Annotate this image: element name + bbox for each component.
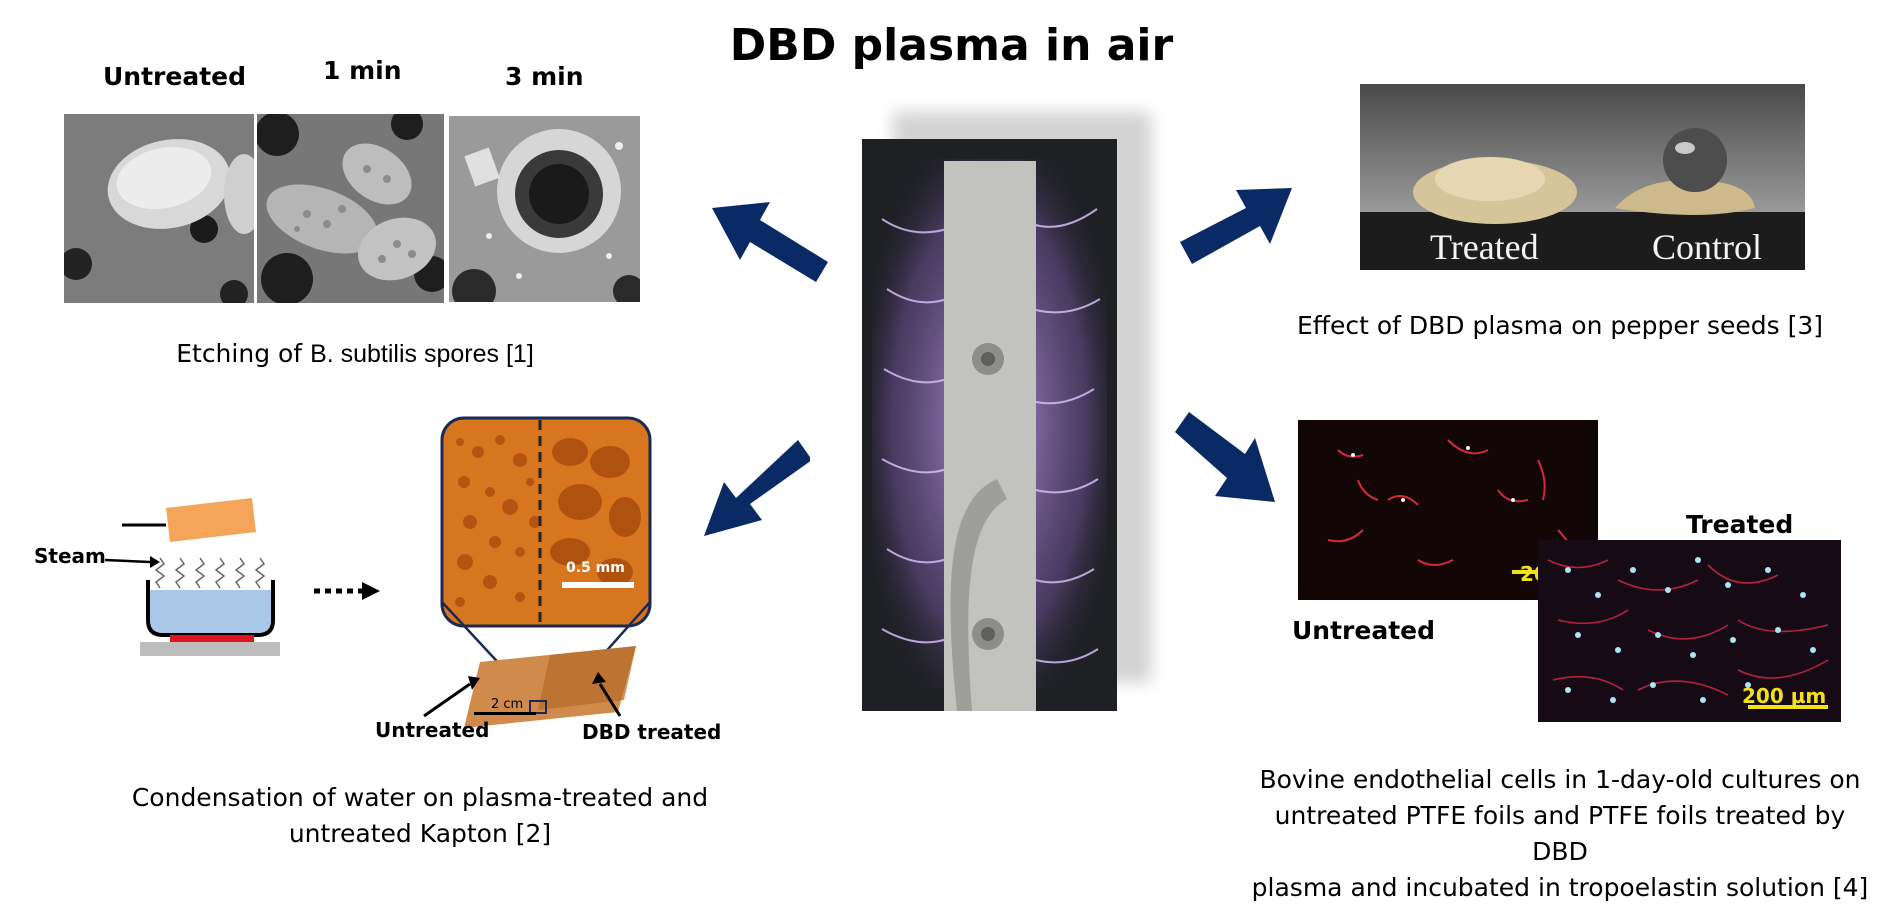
scale-bar-sample-label: 2 cm [491,697,524,712]
cells-image-treated [1538,540,1841,722]
seed-label-control: Control [1652,227,1763,267]
caption-cells-line2: untreated PTFE foils and PTFE foils trea… [1274,801,1846,866]
cells-label-untreated: Untreated [1292,616,1436,645]
arrow-to-seeds [1180,188,1292,264]
sem-image-untreated [64,114,254,303]
cells-label-treated: Treated [1686,510,1794,539]
dbd-plasma-photo [862,139,1117,711]
caption-kapton: Condensation of water on plasma-treated … [100,780,740,852]
spore-label-3min: 3 min [505,62,584,91]
caption-kapton-line2: untreated Kapton [2] [288,819,552,848]
steam-setup-diagram [104,498,280,656]
pepper-seeds-photo [1360,84,1805,270]
kapton-droplet-micrograph [440,416,652,728]
arrow-to-spores [712,202,828,282]
caption-cells: Bovine endothelial cells in 1-day-old cu… [1250,762,1870,906]
steam-label: Steam [34,544,106,568]
page-title: DBD plasma in air [729,20,1174,71]
kapton-label-arrows [423,672,622,718]
sem-image-1min [257,114,444,303]
caption-seeds: Effect of DBD plasma on pepper seeds [3] [1296,311,1824,340]
scale-bar-inset-label: 0.5 mm [566,560,625,576]
caption-cells-line1: Bovine endothelial cells in 1-day-old cu… [1259,765,1861,794]
caption-spores-prefix: Etching of [176,339,311,368]
caption-cells-line3: plasma and incubated in tropoelastin sol… [1251,873,1869,902]
kapton-foil [166,498,256,542]
scale-label-treated: 200 µm [1742,684,1827,708]
kapton-label-untreated: Untreated [375,718,490,742]
spore-label-1min: 1 min [323,56,402,85]
sem-image-3min [449,116,640,302]
arrow-to-cells [1175,412,1275,502]
dotted-arrow [314,582,380,600]
caption-spores-rest: B. subtilis spores [1] [310,340,534,368]
spore-label-untreated: Untreated [103,62,247,91]
caption-kapton-line1: Condensation of water on plasma-treated … [131,783,709,812]
arrow-to-kapton [704,440,810,536]
scale-bar-sample [474,712,536,715]
kapton-label-dbd-treated: DBD treated [582,720,722,744]
seed-label-treated: Treated [1430,227,1539,267]
caption-spores: Etching of B. subtilis spores [1] [60,336,650,372]
